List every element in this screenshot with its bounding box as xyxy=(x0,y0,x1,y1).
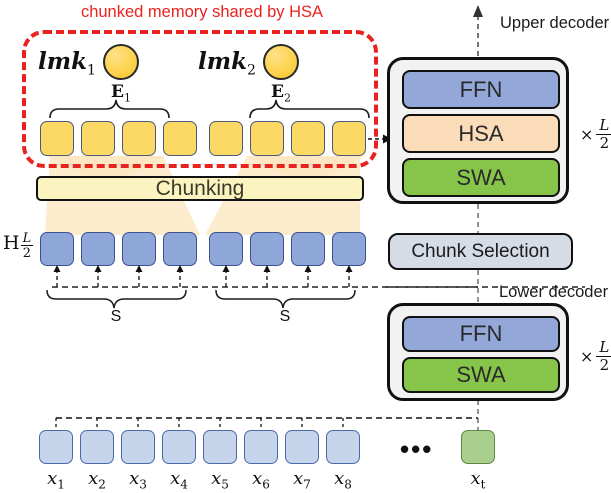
input-token-label: x6 xyxy=(252,468,270,492)
input-token-cell[interactable] xyxy=(162,430,196,464)
hidden-state-cell[interactable] xyxy=(122,232,156,266)
lower-decoder-repeat-label: × L 2 xyxy=(580,339,611,374)
brace-span-2 xyxy=(215,289,356,309)
hidden-state-cell[interactable] xyxy=(163,232,197,266)
input-token-cell[interactable] xyxy=(203,430,237,464)
chunking-block[interactable]: Chunking xyxy=(36,176,364,201)
upper-decoder-repeat-numerator: L xyxy=(596,117,611,135)
input-token-label: x8 xyxy=(334,468,352,492)
hidden-state-cell[interactable] xyxy=(332,232,366,266)
memory-cell[interactable] xyxy=(163,121,197,156)
current-token-cell[interactable] xyxy=(461,430,495,464)
memory-cell[interactable] xyxy=(40,121,74,156)
memory-cell[interactable] xyxy=(250,121,284,156)
input-token-cell[interactable] xyxy=(39,430,73,464)
lower-decoder-repeat-times: × xyxy=(580,347,594,367)
input-token-ellipsis: ••• xyxy=(400,434,434,464)
brace-span-1 xyxy=(46,289,187,309)
memory-cell[interactable] xyxy=(291,121,325,156)
landmark-1-embedding-label: E1 xyxy=(111,82,131,105)
input-token-cell[interactable] xyxy=(285,430,319,464)
lower-decoder-layer-ffn[interactable]: FFN xyxy=(402,316,560,352)
upper-decoder-layer-ffn[interactable]: FFN xyxy=(402,70,560,109)
hidden-state-label: H L 2 xyxy=(3,231,34,261)
input-token-cell[interactable] xyxy=(121,430,155,464)
input-token-label: x7 xyxy=(293,468,311,492)
landmark-2-embedding-label: E2 xyxy=(271,82,291,105)
upper-decoder-block: FFN HSA SWA xyxy=(387,57,569,204)
upper-decoder-caption: Upper decoder xyxy=(500,14,610,32)
upper-decoder-layer-hsa[interactable]: HSA xyxy=(402,114,560,153)
landmark-1-token xyxy=(103,44,139,80)
lower-decoder-repeat-numerator: L xyxy=(596,339,611,357)
lower-decoder-layer-swa[interactable]: SWA xyxy=(402,357,560,393)
hidden-state-label-denominator: 2 xyxy=(22,246,32,261)
hidden-state-cell[interactable] xyxy=(250,232,284,266)
input-token-label: x1 xyxy=(47,468,65,492)
lower-decoder-block: FFN SWA xyxy=(387,303,569,401)
chunked-memory-caption: chunked memory shared by HSA xyxy=(80,3,324,21)
input-token-cell[interactable] xyxy=(244,430,278,464)
hidden-state-label-base: H xyxy=(3,232,20,254)
landmark-1-label: lmk1 xyxy=(38,48,96,79)
memory-cell[interactable] xyxy=(122,121,156,156)
input-token-label: x2 xyxy=(88,468,106,492)
input-token-label: x3 xyxy=(129,468,147,492)
landmark-2-label: lmk2 xyxy=(198,48,256,79)
upper-decoder-layer-swa[interactable]: SWA xyxy=(402,158,560,197)
hidden-state-label-numerator: L xyxy=(20,231,34,246)
memory-cell[interactable] xyxy=(332,121,366,156)
landmark-2-token xyxy=(263,44,299,80)
memory-cell[interactable] xyxy=(209,121,243,156)
hidden-state-cell[interactable] xyxy=(81,232,115,266)
hidden-state-cell[interactable] xyxy=(40,232,74,266)
chunk-span-1-label: S xyxy=(110,308,122,325)
memory-cell[interactable] xyxy=(81,121,115,156)
input-token-label: x4 xyxy=(170,468,188,492)
hidden-state-cell[interactable] xyxy=(209,232,243,266)
lower-decoder-caption: Lower decoder xyxy=(499,283,609,301)
input-token-label: x5 xyxy=(211,468,229,492)
chunk-selection-block[interactable]: Chunk Selection xyxy=(388,233,573,270)
upper-decoder-repeat-times: × xyxy=(580,125,594,145)
input-token-cell[interactable] xyxy=(80,430,114,464)
lower-decoder-repeat-denominator: 2 xyxy=(599,355,610,374)
upper-decoder-repeat-denominator: 2 xyxy=(599,133,610,152)
upper-decoder-repeat-label: × L 2 xyxy=(580,117,611,152)
input-token-cell[interactable] xyxy=(326,430,360,464)
shared-memory-region xyxy=(22,30,378,168)
current-token-label: xt xyxy=(470,468,486,492)
hidden-state-cell[interactable] xyxy=(291,232,325,266)
chunk-span-2-label: S xyxy=(279,308,291,325)
